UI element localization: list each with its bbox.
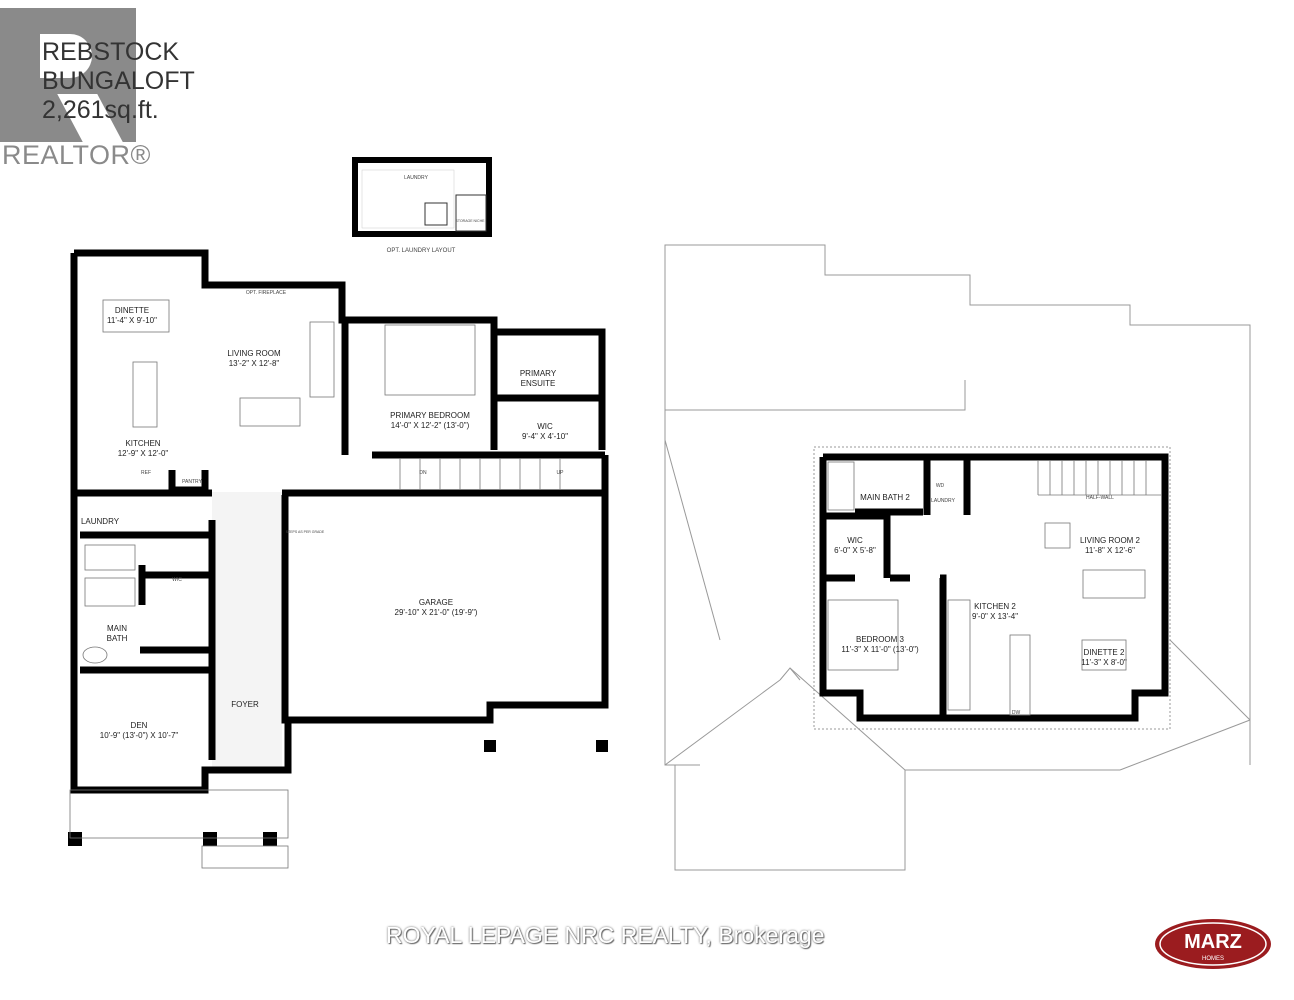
model-type: BUNGALOFT: [42, 67, 195, 95]
stairs-up-label: UP: [557, 470, 565, 476]
dinette2-label: DINETTE 2: [1084, 648, 1125, 657]
main-bath2-label: MAIN BATH 2: [860, 493, 910, 502]
upper-wic-label: WIC: [847, 536, 863, 545]
main-bath-label-2: BATH: [107, 634, 128, 643]
kitchen-dims: 12'-9" X 12'-0": [118, 449, 169, 458]
roof-outline: [664, 244, 1251, 871]
garage-label: GARAGE: [419, 598, 453, 607]
square-footage: 2,261sq.ft.: [42, 96, 159, 124]
wd-label: WD: [936, 483, 945, 489]
half-wall-label: HALF-WALL: [1086, 495, 1114, 501]
main-bath-label-1: MAIN: [107, 624, 127, 633]
model-name: REBSTOCK: [42, 38, 180, 66]
marz-logo-text: MARZ: [1184, 931, 1242, 953]
primary-bedroom-dims: 14'-0" X 12'-2" (13'-0"): [391, 421, 470, 430]
opt-laundry-caption: OPT. LAUNDRY LAYOUT: [387, 248, 456, 254]
pantry-label: PANTRY: [182, 479, 202, 485]
optional-laundry-layout: LAUNDRY STORAGE NICHE OPT. LAUNDRY LAYOU…: [352, 157, 492, 254]
stairs-down-label: DN: [419, 470, 427, 476]
kitchen2-dims: 9'-0" X 13'-4": [972, 612, 1018, 621]
living-room-dims: 13'-2" X 12'-8": [229, 359, 280, 368]
kitchen2-label: KITCHEN 2: [974, 602, 1016, 611]
primary-bedroom-label: PRIMARY BEDROOM: [390, 411, 470, 420]
primary-ensuite-label-2: ENSUITE: [521, 379, 556, 388]
steps-label: STEPS AS PER GRADE: [286, 530, 325, 534]
plan-title: REBSTOCK BUNGALOFT 2,261sq.ft.: [42, 38, 195, 125]
homes-logo-text: HOMES: [1202, 956, 1224, 962]
ref-label: REF: [141, 470, 151, 476]
wic2-label: WIC: [172, 577, 182, 583]
living-room-label: LIVING ROOM: [227, 349, 281, 358]
upper-floor-plan: MAIN BATH 2 LAUNDRY WD HALF-WALL LIVING …: [819, 453, 1169, 722]
wic-dims: 9'-4" X 4'-10": [522, 432, 568, 441]
marz-homes-logo: MARZ HOMES: [1155, 919, 1271, 969]
opt-laundry-label: LAUNDRY: [404, 175, 428, 181]
garage-dims: 29'-10" X 21'-0" (19'-9"): [395, 608, 478, 617]
realtor-logo-text: REALTOR®: [2, 140, 151, 170]
laundry-label: LAUNDRY: [81, 517, 120, 526]
den-label: DEN: [131, 721, 148, 730]
dinette-dims: 11'-4" X 9'-10": [107, 316, 157, 325]
bedroom3-dims: 11'-3" X 11'-0" (13'-0"): [841, 645, 919, 654]
living-room2-label: LIVING ROOM 2: [1080, 536, 1141, 545]
brokerage-watermark: ROYAL LEPAGE NRC REALTY, Brokerage: [386, 922, 825, 948]
storage-niche-label: STORAGE NICHE: [456, 219, 486, 223]
dinette-label: DINETTE: [115, 306, 149, 315]
bedroom3-label: BEDROOM 3: [856, 635, 905, 644]
primary-ensuite-label-1: PRIMARY: [520, 369, 557, 378]
living-room2-dims: 11'-8" X 12'-6": [1085, 546, 1135, 555]
wic-label: WIC: [537, 422, 553, 431]
den-dims: 10'-9" (13'-0") X 10'-7": [100, 731, 179, 740]
fireplace-label: OPT. FIREPLACE: [246, 290, 287, 296]
foyer-label: FOYER: [231, 700, 259, 709]
dw-label: DW: [1012, 710, 1021, 716]
upper-laundry-label: LAUNDRY: [931, 498, 955, 504]
realtor-r-logo: [0, 8, 136, 142]
main-floor-plan: DINETTE 11'-4" X 9'-10" OPT. FIREPLACE L…: [68, 249, 609, 869]
upper-wic-dims: 6'-0" X 5'-8": [834, 546, 876, 555]
dinette2-dims: 11'-3" X 8'-0": [1081, 658, 1127, 667]
kitchen-label: KITCHEN: [125, 439, 160, 448]
